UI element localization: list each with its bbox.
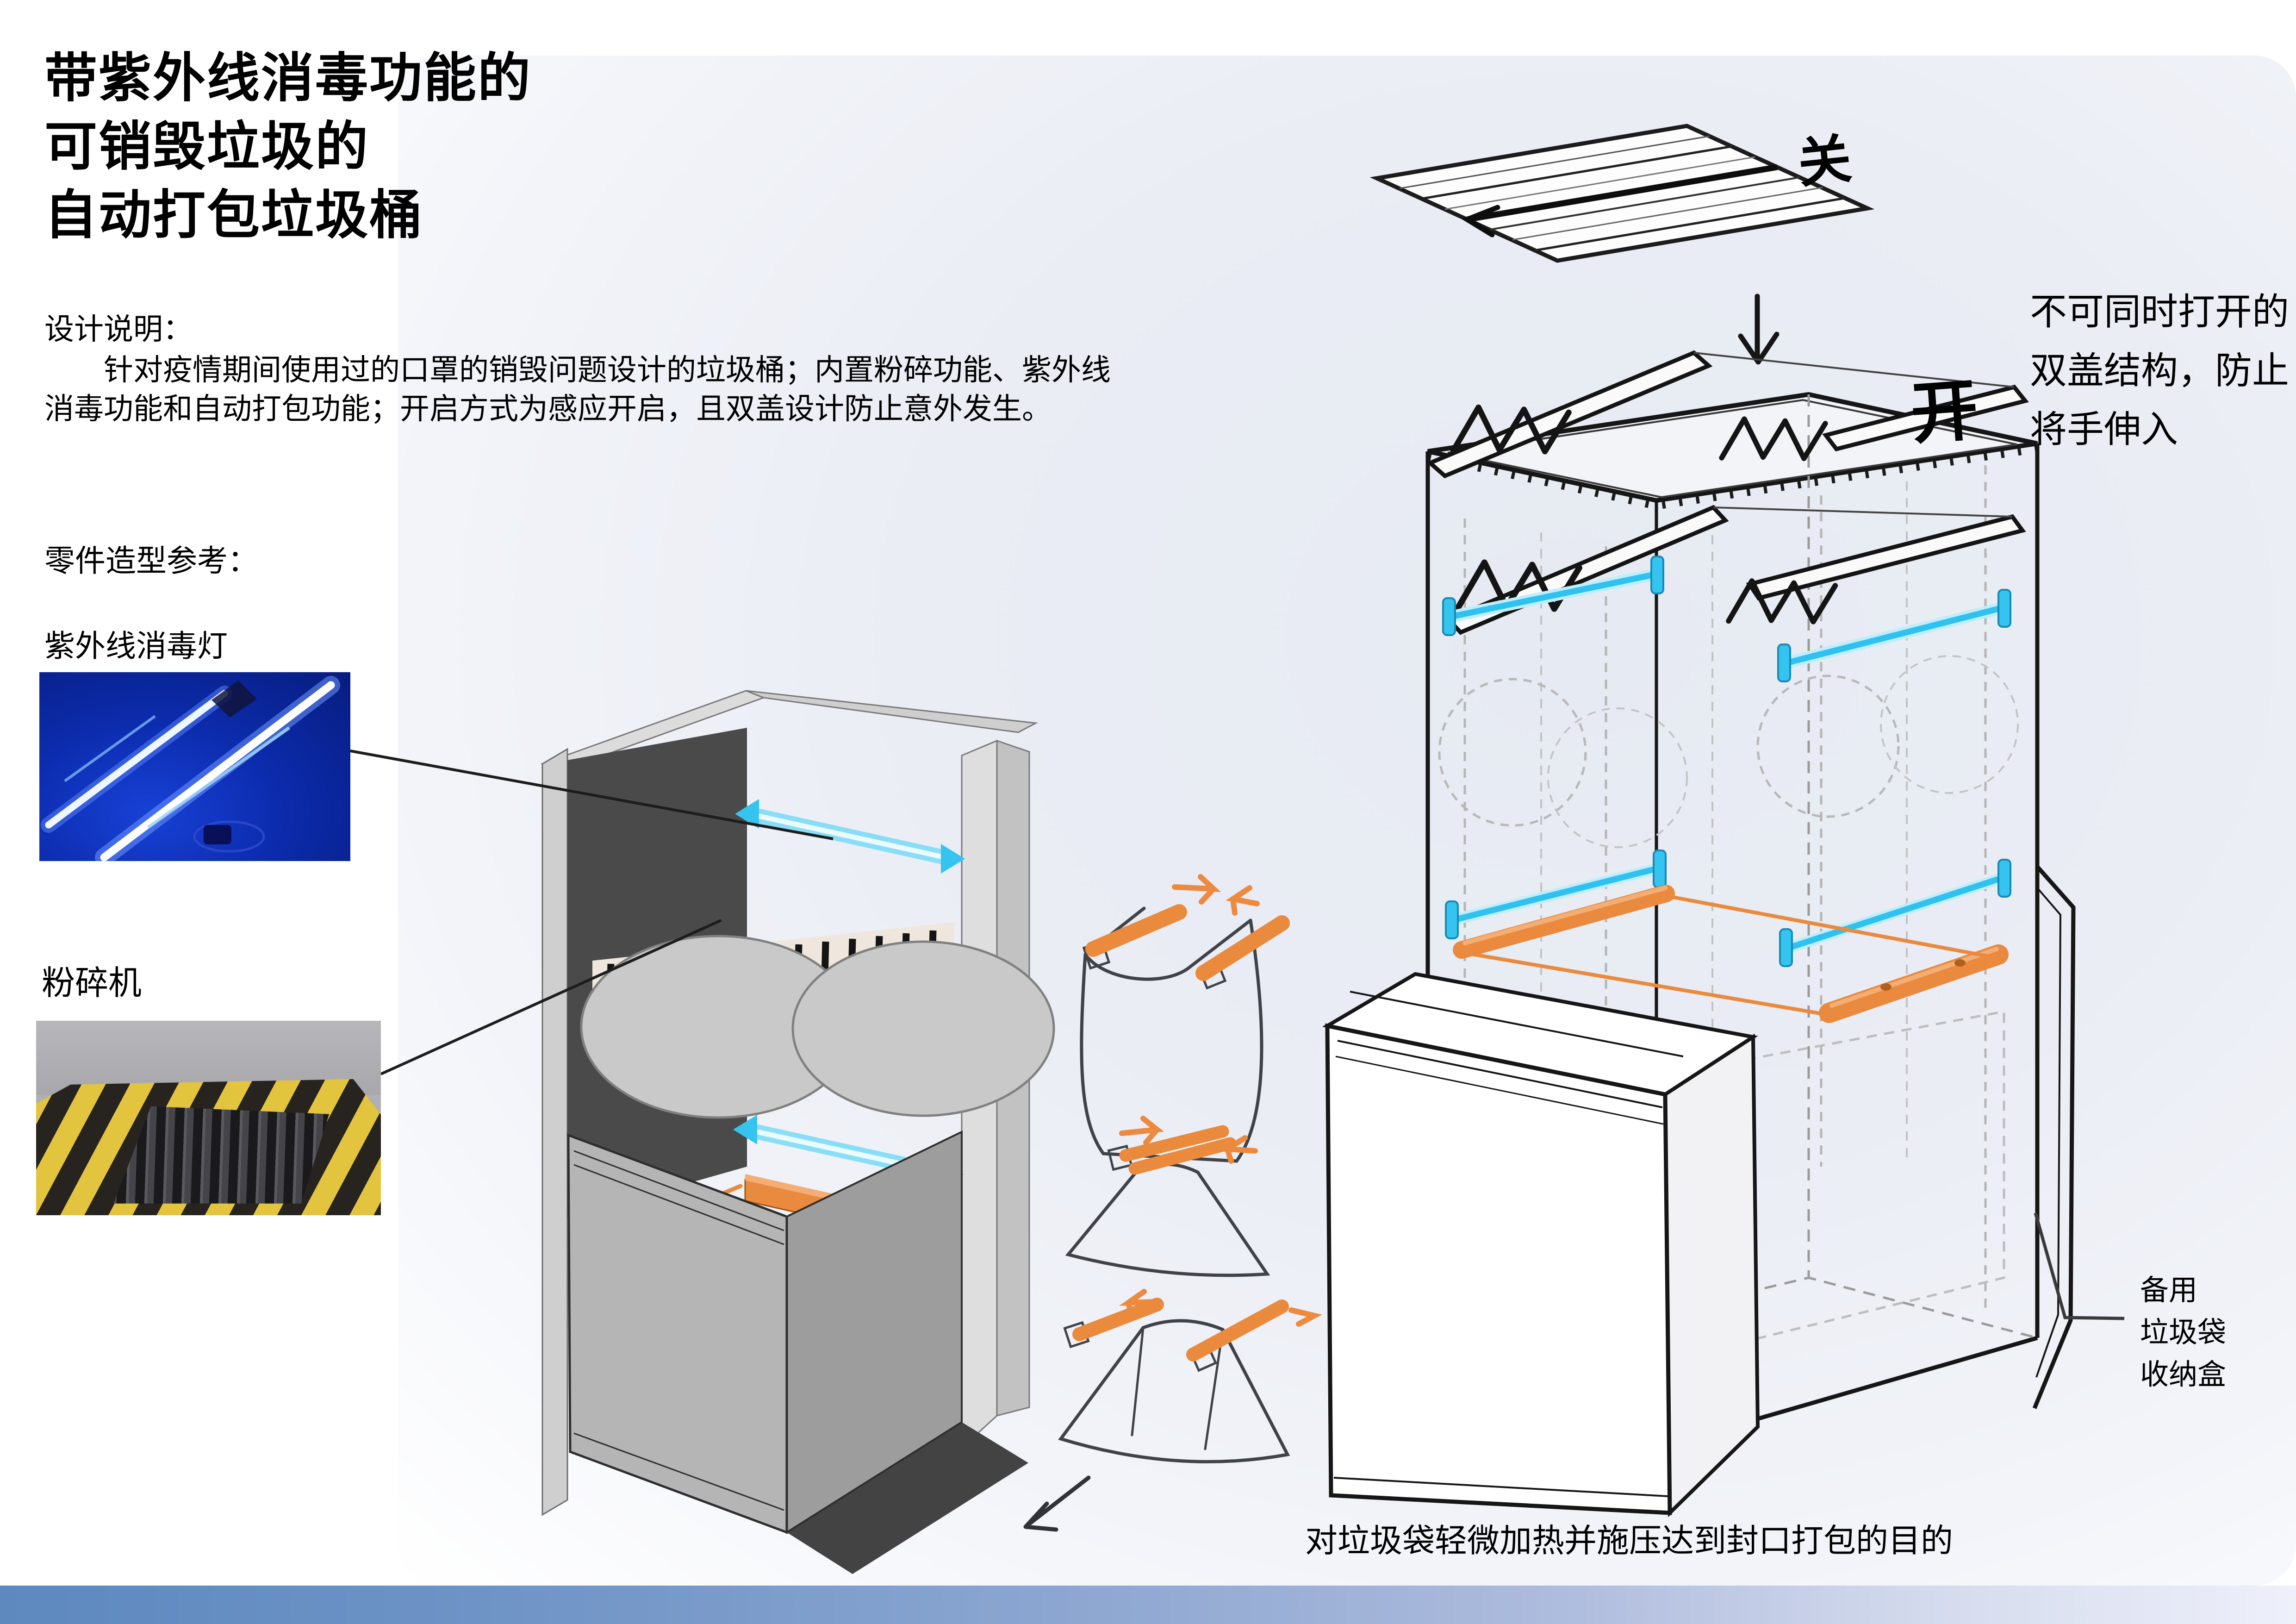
bag-drop-arrow: [1023, 1475, 1091, 1532]
sealing-caption: 对垃圾袋轻微加热并施压达到封口打包的目的: [1305, 1523, 1953, 1559]
inner-bin-render: [567, 1130, 1028, 1574]
bag-sealing-step2: [1065, 1116, 1270, 1277]
footer-gradient-bar: [0, 1586, 2296, 1624]
uv-bar-upper-left: [1442, 556, 1664, 636]
double-lid-note-line1: 不可同时打开的: [2030, 291, 2289, 332]
uv-lamp-photo: [39, 672, 350, 861]
shredder-roller-right: [791, 940, 1055, 1117]
uv-lamp-label: 紫外线消毒灯: [44, 629, 228, 663]
double-lid-note-line3: 将手伸入: [2030, 409, 2178, 450]
uv-photo-callout-line: [350, 750, 834, 840]
shredder-photo-callout-line: [380, 919, 722, 1075]
double-lid-note-line2: 双盖结构，防止: [2030, 350, 2289, 391]
down-arrow-icon: [1738, 294, 1780, 365]
bag-sealing-step1: [1080, 874, 1290, 1163]
closed-state-label: 关: [1795, 129, 1854, 194]
uv-bar-lower-left: [1445, 849, 1667, 939]
spare-bag-note-line2: 垃圾袋: [2140, 1317, 2227, 1349]
spare-bag-note-line3: 收纳盒: [2140, 1359, 2227, 1391]
spare-bag-compartment: [2032, 865, 2076, 1409]
cutaway-render: [540, 690, 1055, 1574]
page-title-line3: 自动打包垃圾桶: [44, 186, 424, 245]
design-notes-line1: 针对疫情期间使用过的口罩的销毁问题设计的垃圾桶；内置粉碎功能、紫外线: [104, 353, 1111, 387]
page-title-line1: 带紫外线消毒功能的: [44, 49, 532, 108]
spare-bag-callout-line: [2034, 1212, 2125, 1320]
drawer-wireframe: [1322, 972, 1760, 1518]
open-state-label: 开: [1908, 372, 1981, 452]
bag-sealing-step3: [1058, 1289, 1322, 1463]
uv-bar-upper-right: [1777, 589, 2011, 682]
design-notes-line2: 消毒功能和自动打包功能；开启方式为感应开启，且双盖设计防止意外发生。: [44, 392, 1052, 425]
heater-bars-diagram: [1453, 885, 2009, 1023]
shredder-photo: [36, 1021, 381, 1215]
uv-lamp-photo-tubes: [41, 676, 340, 861]
uv-lamp-bars-diagram: [1442, 556, 2011, 967]
shredder-blade-slot: [113, 1106, 330, 1204]
design-notes-heading: 设计说明：: [44, 312, 193, 346]
spare-bag-note-line1: 备用: [2140, 1274, 2198, 1306]
page-title-line2: 可销毁垃圾的: [44, 118, 370, 176]
uv-bar-lower-right: [1779, 859, 2011, 967]
shredder-label: 粉碎机: [42, 965, 142, 1002]
uv-lamp-render-upper: [735, 799, 965, 874]
closed-lid-sketch: [1369, 124, 1875, 263]
parts-reference-heading: 零件造型参考：: [44, 543, 258, 578]
